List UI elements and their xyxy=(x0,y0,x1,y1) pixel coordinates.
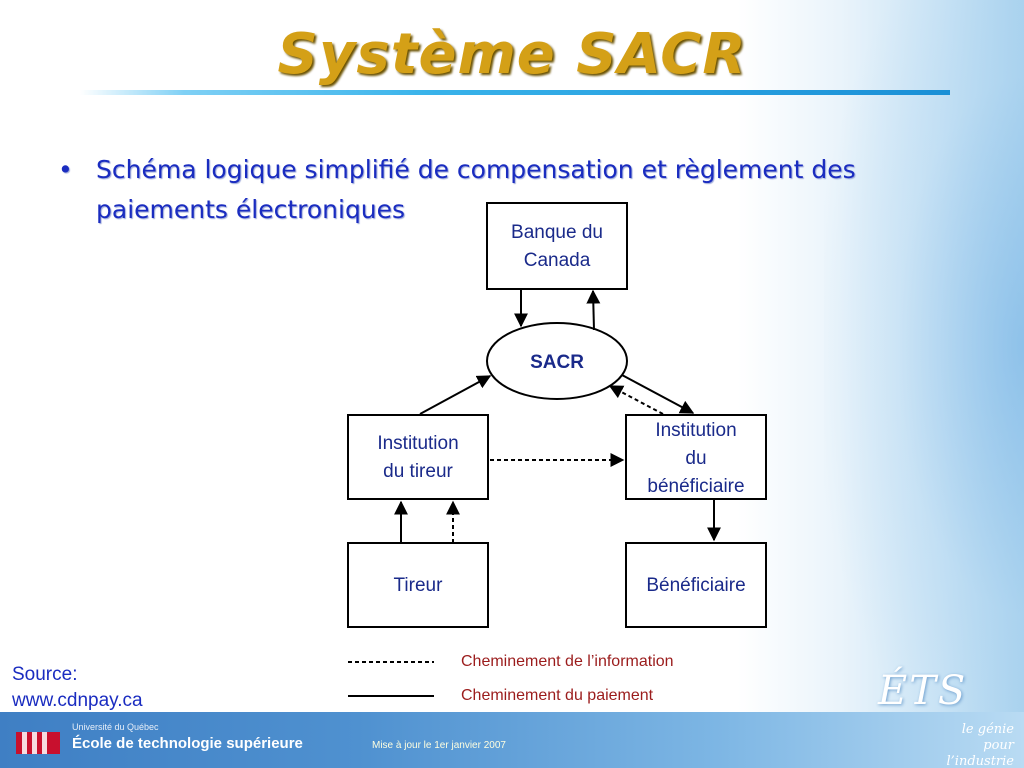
node-sacr-label: SACR xyxy=(530,352,584,373)
footer-university: Université du Québec xyxy=(72,722,159,732)
edge-sacr-to-institution-beneficiaire xyxy=(621,374,695,414)
node-banque-label-1: Banque du xyxy=(511,222,603,243)
legend-information-label: Cheminement de l’information xyxy=(461,653,674,670)
source-label: Source: xyxy=(12,664,78,685)
footer-update-date: Mise à jour le 1er janvier 2007 xyxy=(372,740,506,751)
node-institution-beneficiaire-label-2: du xyxy=(685,448,706,469)
bullet-text: Schéma logique simplifié de compensation… xyxy=(96,155,856,224)
node-banque-label-2: Canada xyxy=(524,250,591,271)
background-glow xyxy=(824,0,1024,768)
title-underline xyxy=(80,90,950,95)
slide-title: Système SACR xyxy=(277,22,747,87)
ets-university-logo-icon xyxy=(16,732,60,754)
ets-slogan: le génie pour l’industrie xyxy=(914,722,1014,768)
node-banque-du-canada xyxy=(486,202,628,290)
node-institution-du-tireur xyxy=(347,414,489,500)
bullet-symbol: • xyxy=(58,155,73,184)
footer-bar xyxy=(0,712,1024,768)
node-institution-tireur-label-2: du tireur xyxy=(383,461,453,482)
edge-institution-tireur-to-sacr xyxy=(419,375,492,415)
ets-slogan-line-1: le génie xyxy=(961,722,1014,737)
node-institution-beneficiaire-label-1: Institution xyxy=(655,420,736,441)
node-institution-beneficiaire-label-3: bénéficiaire xyxy=(647,476,744,497)
ets-logo-text: ÉTS xyxy=(878,668,968,714)
edge-institution-beneficiaire-to-sacr xyxy=(608,385,664,415)
node-tireur-label: Tireur xyxy=(394,575,444,596)
edge-sacr-to-banque xyxy=(586,289,601,331)
node-institution-du-beneficiaire xyxy=(625,414,767,500)
source-url[interactable]: www.cdnpay.ca xyxy=(12,690,143,711)
node-tireur xyxy=(347,542,489,628)
node-institution-tireur-label-1: Institution xyxy=(377,433,458,454)
source-note: Source: www.cdnpay.ca xyxy=(12,662,143,714)
node-beneficiaire xyxy=(625,542,767,628)
ets-slogan-line-2: pour l’industrie xyxy=(946,738,1014,768)
node-beneficiaire-label: Bénéficiaire xyxy=(646,575,745,596)
node-sacr xyxy=(486,322,628,400)
footer-school: École de technologie supérieure xyxy=(72,735,303,752)
legend-paiement-label: Cheminement du paiement xyxy=(461,687,654,704)
